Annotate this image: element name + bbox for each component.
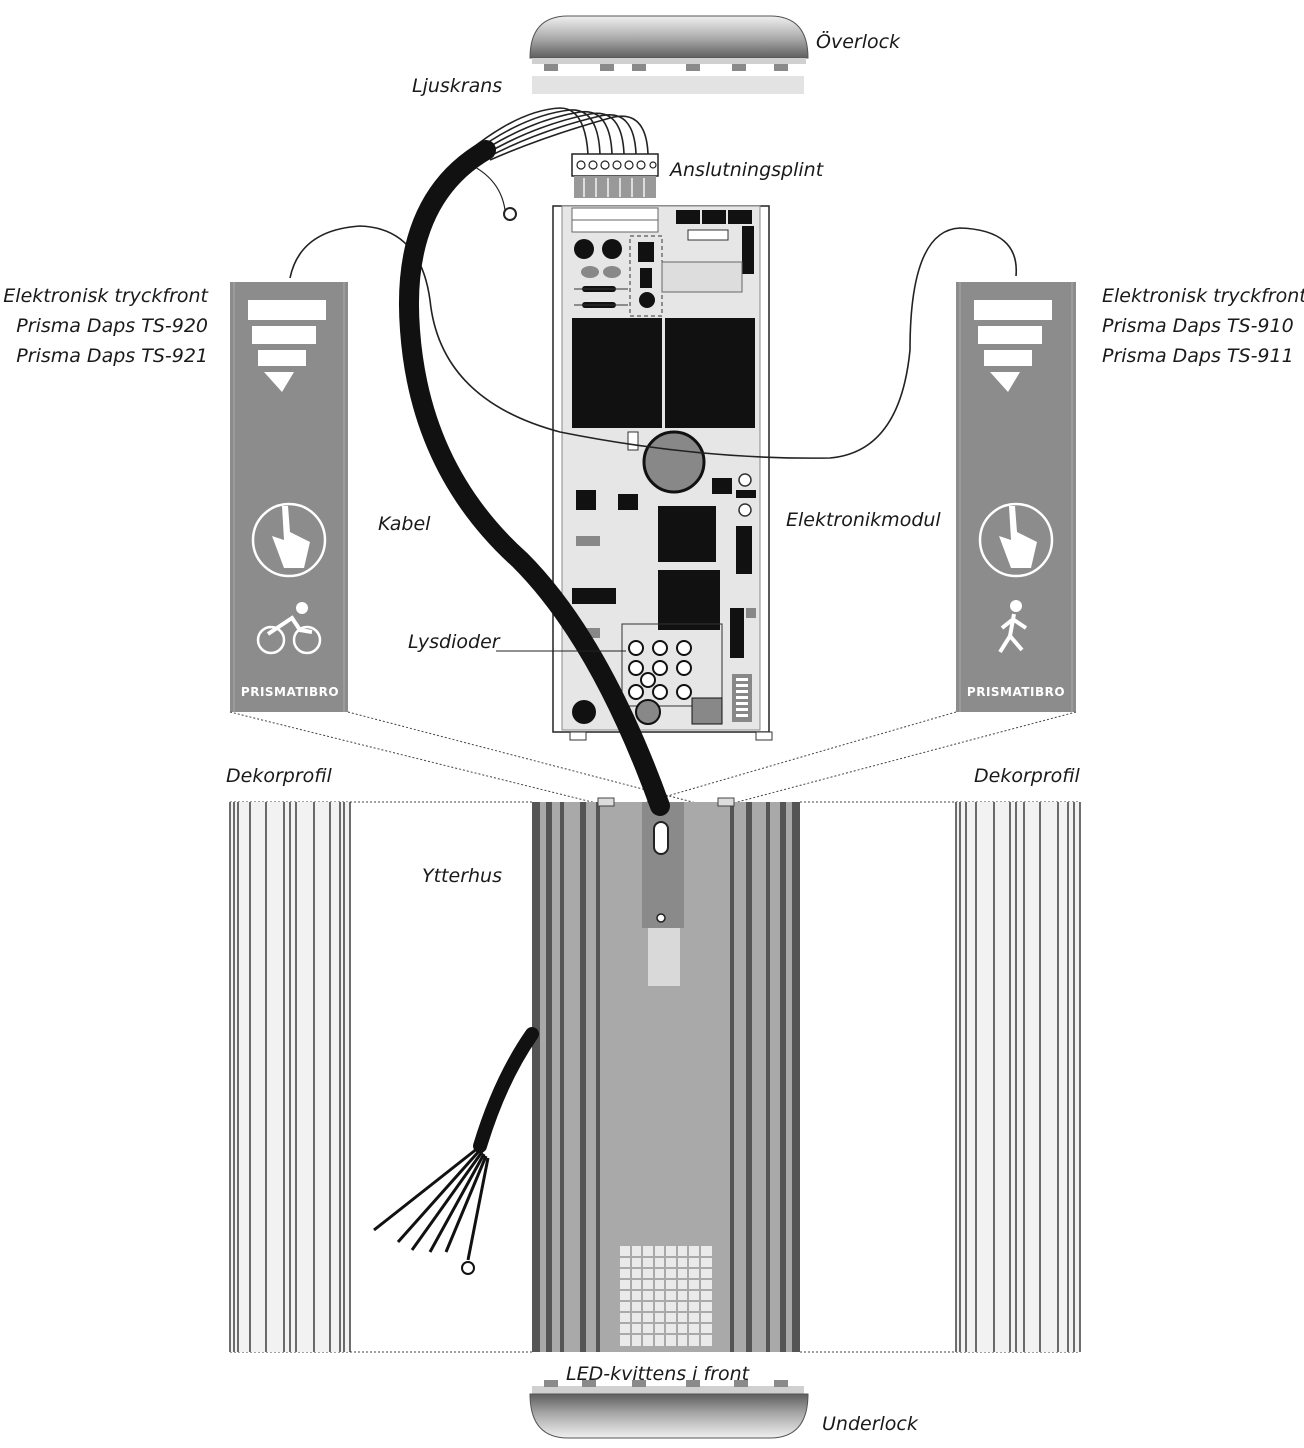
cable-wires-top [459, 107, 649, 211]
label-anslutningsplint: Anslutningsplint [670, 159, 824, 181]
label-ytterhus: Ytterhus [422, 865, 502, 887]
signal-wire [289, 225, 1017, 459]
left-brand-logo: PRISMATIBRO [241, 685, 339, 699]
label-led-kvittens: LED-kvittens i front [566, 1363, 750, 1385]
ring-terminal-top [503, 207, 517, 221]
label-underlock: Underlock [822, 1413, 918, 1435]
label-left-front-title: Elektronisk tryckfront [3, 285, 208, 307]
ring-terminal-bottom [461, 1261, 475, 1275]
light-ring [532, 76, 804, 94]
label-left-front-model-2: Prisma Daps TS-921 [16, 345, 208, 367]
right-brand-logo: PRISMATIBRO [967, 685, 1065, 699]
label-overlock: Överlock [816, 31, 901, 53]
outer-housing [532, 797, 800, 1352]
right-push-front: PRISMATIBRO [956, 282, 1076, 712]
left-decor-profile [229, 802, 351, 1352]
top-cap [529, 15, 809, 71]
label-elektronikmodul: Elektronikmodul [786, 509, 941, 531]
left-push-front: PRISMATIBRO [230, 282, 348, 712]
bottom-wires [373, 1146, 490, 1261]
label-left-front-model-1: Prisma Daps TS-920 [16, 315, 208, 337]
bottom-cap [529, 1380, 809, 1439]
label-right-front-title: Elektronisk tryckfront [1102, 285, 1304, 307]
main-cable [399, 140, 670, 1153]
label-lysdioder: Lysdioder [408, 631, 500, 653]
label-right-front-model-1: Prisma Daps TS-910 [1102, 315, 1294, 337]
label-dekorprofil-left: Dekorprofil [226, 765, 332, 787]
terminal-block [571, 153, 659, 198]
right-decor-profile [955, 802, 1081, 1352]
label-right-front-model-2: Prisma Daps TS-911 [1102, 345, 1294, 367]
label-kabel: Kabel [378, 513, 431, 535]
label-dekorprofil-right: Dekorprofil [974, 765, 1080, 787]
label-ljuskrans: Ljuskrans [412, 75, 503, 97]
